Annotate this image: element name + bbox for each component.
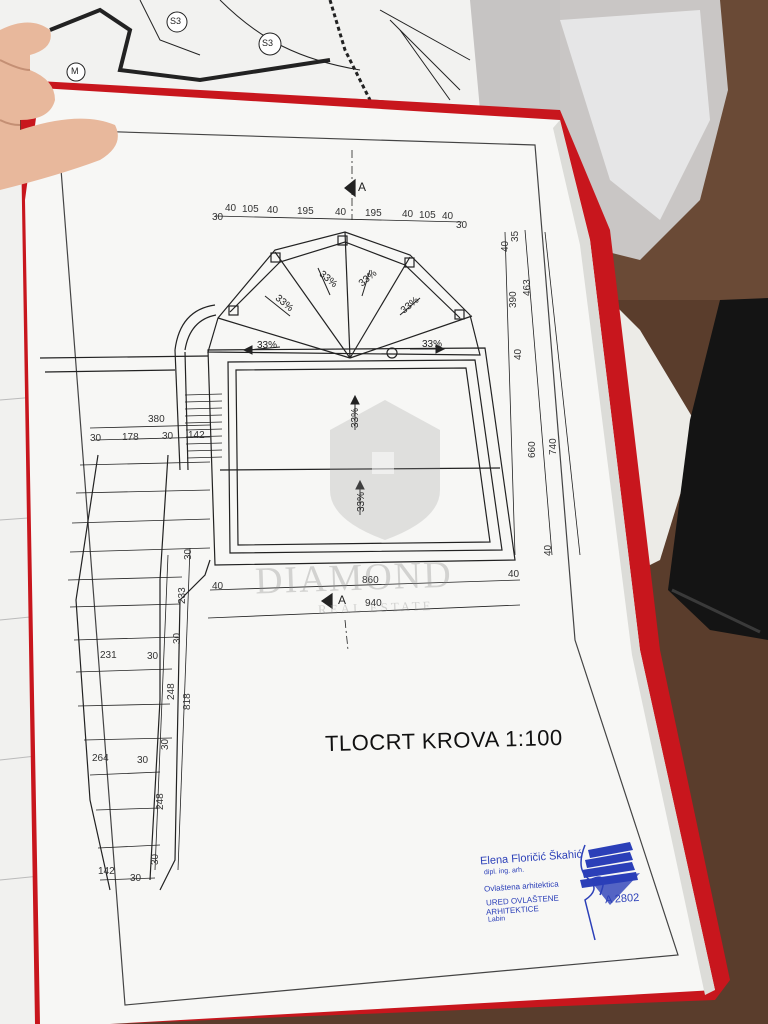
hand-shadow [0, 59, 31, 126]
dim-bottom-0: 40 [212, 581, 224, 592]
dim-left-top-0: 380 [148, 414, 165, 425]
roof-plan [39, 150, 581, 891]
dim-bottom-3: 940 [365, 598, 382, 609]
watermark-logo [330, 400, 440, 540]
map-circle-3 [66, 62, 86, 82]
section-marker-bottom: A [338, 593, 347, 607]
dim-bottom-1: 860 [362, 575, 379, 586]
dim-right-4: 40 [513, 348, 524, 360]
dim-right-3: 390 [508, 291, 519, 308]
dim-top-9: 40 [442, 211, 454, 222]
dim-right-2: 463 [522, 279, 533, 296]
dim-right-7: 40 [543, 544, 554, 556]
dim-left-inner-3: 30 [137, 755, 149, 766]
dim-left-side-4: 818 [182, 693, 193, 710]
dim-top-8: 105 [419, 210, 436, 221]
stamp-city: Labin [487, 915, 506, 924]
map-circle-1 [166, 11, 188, 33]
slope-label-main-bottom: 33% [356, 491, 367, 512]
map-label-m: M [71, 66, 79, 76]
map-label-s3-a: S3 [170, 16, 182, 26]
dim-left-inner-1: 30 [147, 651, 159, 662]
paper-edge [553, 120, 715, 995]
wallet [668, 298, 768, 640]
dim-left-side-3: 248 [166, 683, 177, 700]
dim-left-inner-5: 30 [130, 873, 142, 884]
dim-left-top-3: 30 [162, 431, 174, 442]
dim-top-4: 195 [297, 206, 314, 217]
dim-left-inner-4: 142 [98, 866, 115, 877]
signature [580, 844, 605, 941]
dim-top-2: 105 [242, 204, 259, 215]
dim-left-side-7: 30 [150, 853, 161, 865]
dim-right-0: 40 [500, 240, 511, 252]
dim-right-1: 35 [510, 230, 521, 242]
drawing-frame [57, 129, 679, 1006]
dim-top-5: 40 [335, 207, 347, 218]
dim-left-side-0: 30 [183, 548, 194, 560]
dim-left-side-1: 233 [177, 587, 188, 604]
map-circle-2 [258, 32, 282, 56]
dim-left-inner-0: 231 [100, 650, 117, 661]
slope-label-right: 33% [422, 339, 443, 350]
slope-arrows [242, 267, 446, 515]
dim-left-inner-2: 264 [92, 753, 109, 764]
hand [0, 22, 118, 190]
dim-right-5: 660 [527, 441, 538, 458]
dim-top-0: 30 [212, 212, 224, 223]
dim-top-1: 40 [225, 203, 237, 214]
slope-label-left: 33% [257, 340, 278, 351]
wallet-edge [671, 588, 761, 634]
dim-bottom-2: 40 [508, 569, 520, 580]
plastic-bag-highlight [560, 10, 710, 220]
dim-left-side-5: 30 [160, 738, 171, 750]
site-map-lines [49, 0, 471, 101]
dim-left-top-2: 178 [122, 432, 139, 443]
main-paper [25, 88, 715, 1024]
dim-left-top-1: 30 [90, 433, 102, 444]
section-marker-top: A [358, 180, 367, 194]
map-label-s3-b: S3 [262, 38, 274, 48]
dim-top-7: 40 [402, 209, 414, 220]
dim-top-3: 40 [267, 205, 279, 216]
stamp-logo [580, 842, 640, 905]
dim-right-6: 740 [548, 438, 559, 455]
watermark-brand: DIAMOND [254, 553, 454, 603]
stamp-license-number: A 2802 [604, 891, 640, 907]
dim-left-side-6: 248 [155, 793, 166, 810]
dim-left-side-2: 30 [172, 632, 183, 644]
slope-label-main-top: 33% [350, 407, 361, 428]
dim-top-6: 195 [365, 208, 382, 219]
dim-left-top-4: 142 [188, 430, 205, 441]
dim-top-10: 30 [456, 220, 468, 231]
